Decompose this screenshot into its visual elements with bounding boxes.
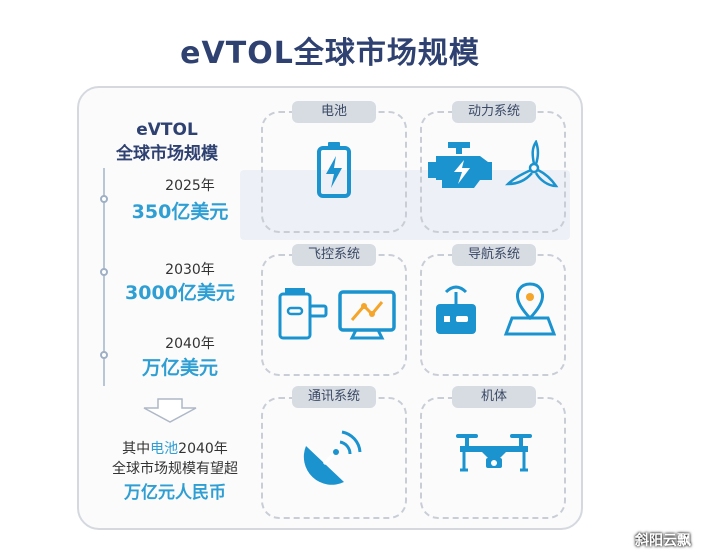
timeline-dot [100, 351, 108, 359]
note-line3: 万亿元人民币 [124, 483, 226, 503]
card-label: 电池 [292, 101, 376, 123]
navigation-icon [436, 282, 556, 336]
page-title: eVTOL全球市场规模 [180, 36, 480, 71]
timeline-amount: 万亿美元 [141, 357, 218, 379]
timeline-year: 2040年 [165, 336, 215, 352]
timeline-dot [100, 195, 108, 203]
timeline-line [103, 168, 105, 386]
note-line2: 全球市场规模有望超 [112, 461, 238, 477]
timeline-year: 2025年 [165, 178, 215, 194]
left-heading-line1: eVTOL [136, 120, 198, 140]
card-label: 通讯系统 [292, 386, 376, 408]
left-heading-line2: 全球市场规模 [116, 144, 218, 164]
note-prefix: 其中 [122, 441, 151, 457]
card-label: 机体 [452, 386, 536, 408]
down-arrow-icon [143, 398, 197, 423]
battery-icon [317, 142, 351, 198]
note-line1: 其中电池2040年 [85, 438, 265, 458]
left-heading: eVTOL 全球市场规模 [92, 118, 242, 166]
timeline-amount: 350亿美元 [131, 201, 229, 223]
watermark: 斜阳云飘 [635, 533, 691, 549]
card-label: 飞控系统 [292, 244, 376, 266]
timeline-year: 2030年 [165, 262, 215, 278]
card-label: 动力系统 [452, 101, 536, 123]
drone-icon [456, 434, 532, 472]
card-label: 导航系统 [452, 244, 536, 266]
timeline-amount: 3000亿美元 [125, 282, 235, 304]
timeline-dot [100, 268, 108, 276]
note-highlight: 电池 [150, 441, 179, 457]
antenna-icon [303, 430, 362, 485]
flight-control-icon [278, 288, 396, 340]
note-suffix: 2040年 [178, 441, 228, 457]
engine-icon [428, 140, 559, 188]
